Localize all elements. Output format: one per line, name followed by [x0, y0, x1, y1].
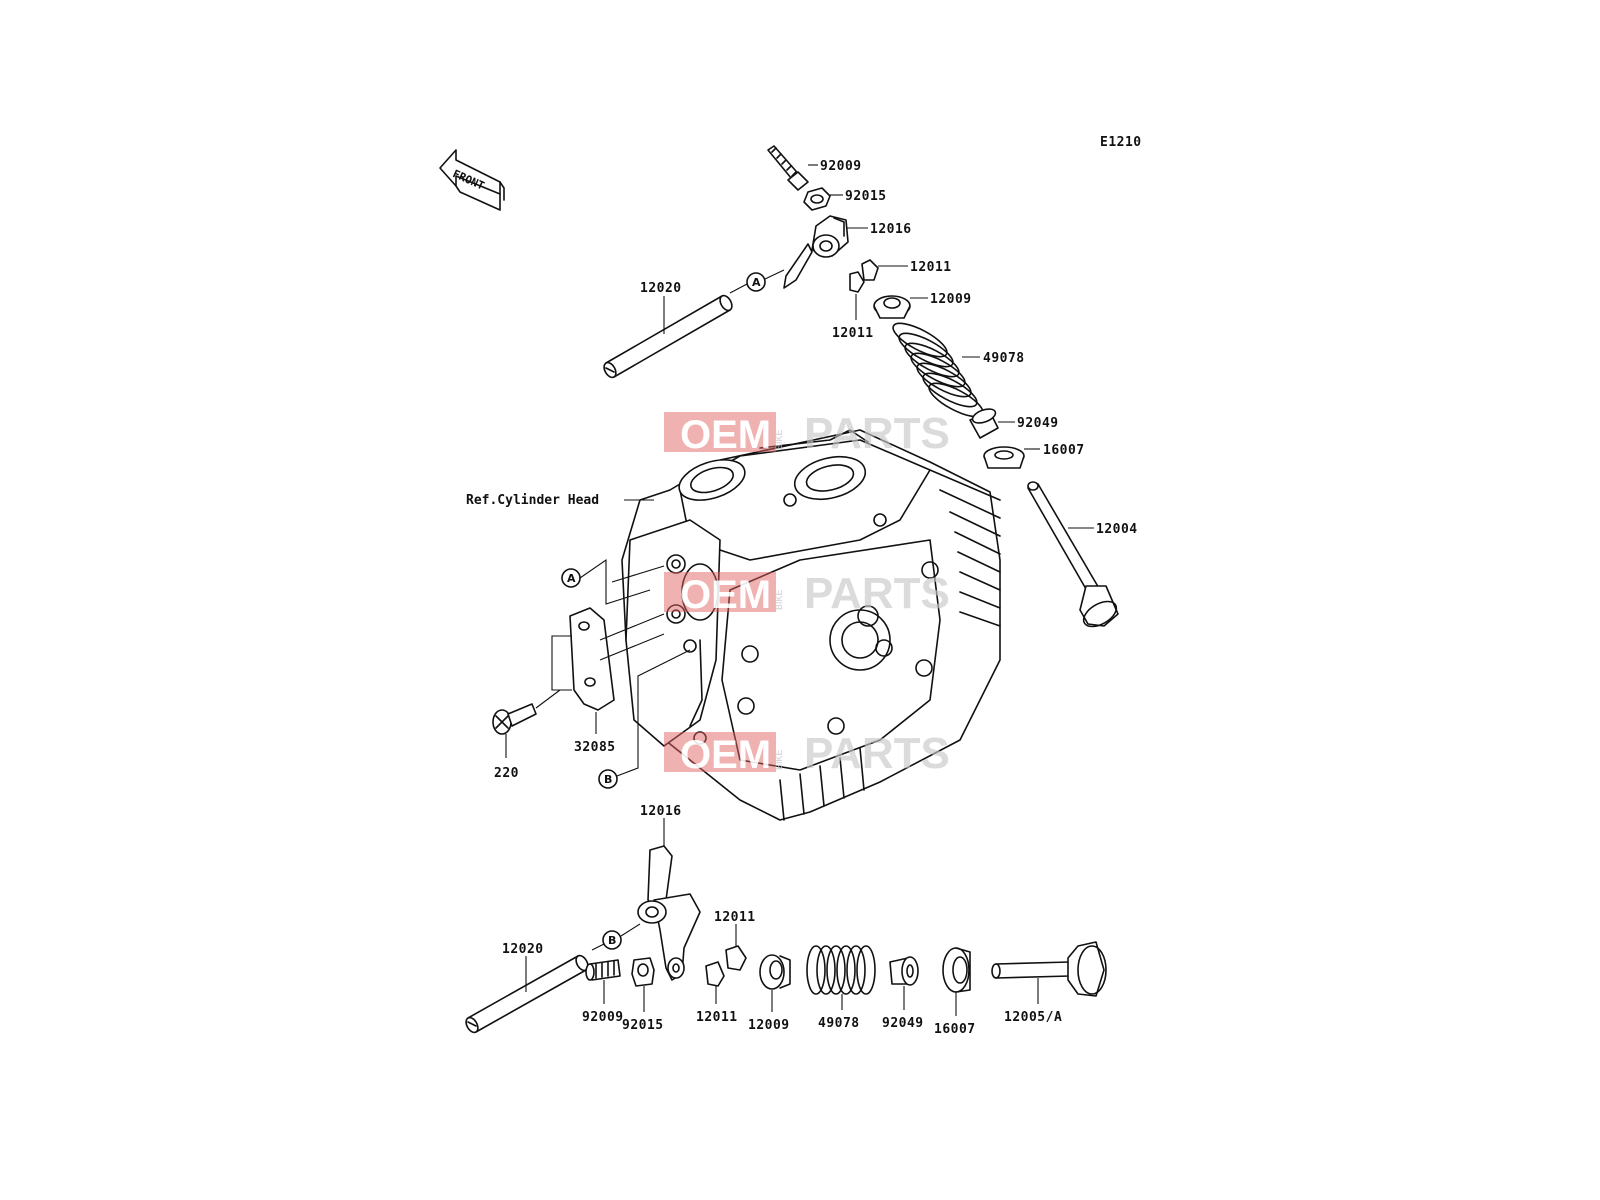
- intake-valve-part: [1027, 481, 1119, 628]
- part-label: 49078: [818, 1016, 860, 1031]
- part-label: 220: [494, 766, 519, 781]
- reference-marker-a: [746, 272, 766, 292]
- spring-seat-part: [983, 446, 1025, 469]
- rocker-arm-part: [783, 215, 849, 289]
- valve-stem-seal-part: [889, 956, 919, 986]
- marker-label: A: [752, 276, 761, 289]
- svg-text:PARTS: PARTS: [804, 569, 950, 618]
- svg-text:OEM: OEM: [680, 413, 771, 457]
- cylinder-head-part: [621, 429, 1001, 821]
- svg-text:BIKE: BIKE: [774, 749, 784, 770]
- marker-label: B: [608, 934, 616, 947]
- watermark: OEM PARTS BIKE OEM PARTS BIKE OEM PARTS …: [664, 409, 950, 778]
- locknut-part: [803, 187, 831, 211]
- marker-label: A: [567, 572, 576, 585]
- part-label: 92049: [1017, 416, 1059, 431]
- part-label: 49078: [983, 351, 1025, 366]
- part-label: 16007: [1043, 443, 1085, 458]
- locknut-part: [631, 957, 655, 987]
- svg-text:PARTS: PARTS: [804, 409, 950, 458]
- part-label: 12016: [870, 222, 912, 237]
- valve-keeper-part: [705, 945, 747, 987]
- rocker-shaft-part: [465, 954, 589, 1034]
- svg-text:BIKE: BIKE: [774, 429, 784, 450]
- part-label: 92015: [845, 189, 887, 204]
- part-label: 12011: [832, 326, 874, 341]
- part-label: 92009: [820, 159, 862, 174]
- diagram-code: E1210: [1100, 135, 1142, 150]
- valve-stem-seal-part: [969, 408, 999, 439]
- front-arrow-icon: FRONT: [439, 149, 505, 211]
- spring-retainer-part: [759, 954, 791, 990]
- svg-text:OEM: OEM: [680, 733, 771, 777]
- part-label: 12016: [640, 804, 682, 819]
- part-label: 12009: [748, 1018, 790, 1033]
- adjusting-screw-part: [585, 959, 621, 981]
- holder-plate-part: [569, 607, 615, 711]
- part-label: 12005/A: [1004, 1010, 1062, 1025]
- part-label: 12020: [502, 942, 544, 957]
- svg-text:PARTS: PARTS: [804, 729, 950, 778]
- part-label: 12004: [1096, 522, 1138, 537]
- part-label: 12011: [910, 260, 952, 275]
- part-label: 12011: [714, 910, 756, 925]
- spring-seat-part: [942, 947, 971, 993]
- marker-label: B: [604, 773, 612, 786]
- valve-keeper-part: [849, 259, 879, 293]
- valve-spring-part: [806, 945, 876, 995]
- svg-text:BIKE: BIKE: [774, 589, 784, 610]
- exhaust-valve-part: [991, 941, 1107, 997]
- part-label: 92049: [882, 1016, 924, 1031]
- rocker-shaft-part: [603, 294, 733, 379]
- screw-part: [492, 703, 537, 735]
- part-label: 12009: [930, 292, 972, 307]
- part-label: 12011: [696, 1010, 738, 1025]
- svg-text:OEM: OEM: [680, 573, 771, 617]
- adjusting-screw-part: [767, 145, 809, 191]
- spring-retainer-part: [873, 295, 911, 319]
- reference-label: Ref.Cylinder Head: [466, 493, 599, 508]
- part-label: 92015: [622, 1018, 664, 1033]
- part-label: 16007: [934, 1022, 976, 1037]
- part-label: 12020: [640, 281, 682, 296]
- part-label: 92009: [582, 1010, 624, 1025]
- valve-spring-part: [892, 322, 984, 418]
- part-label: 32085: [574, 740, 616, 755]
- reference-marker-b: [602, 930, 622, 950]
- reference-marker-b: [598, 769, 618, 789]
